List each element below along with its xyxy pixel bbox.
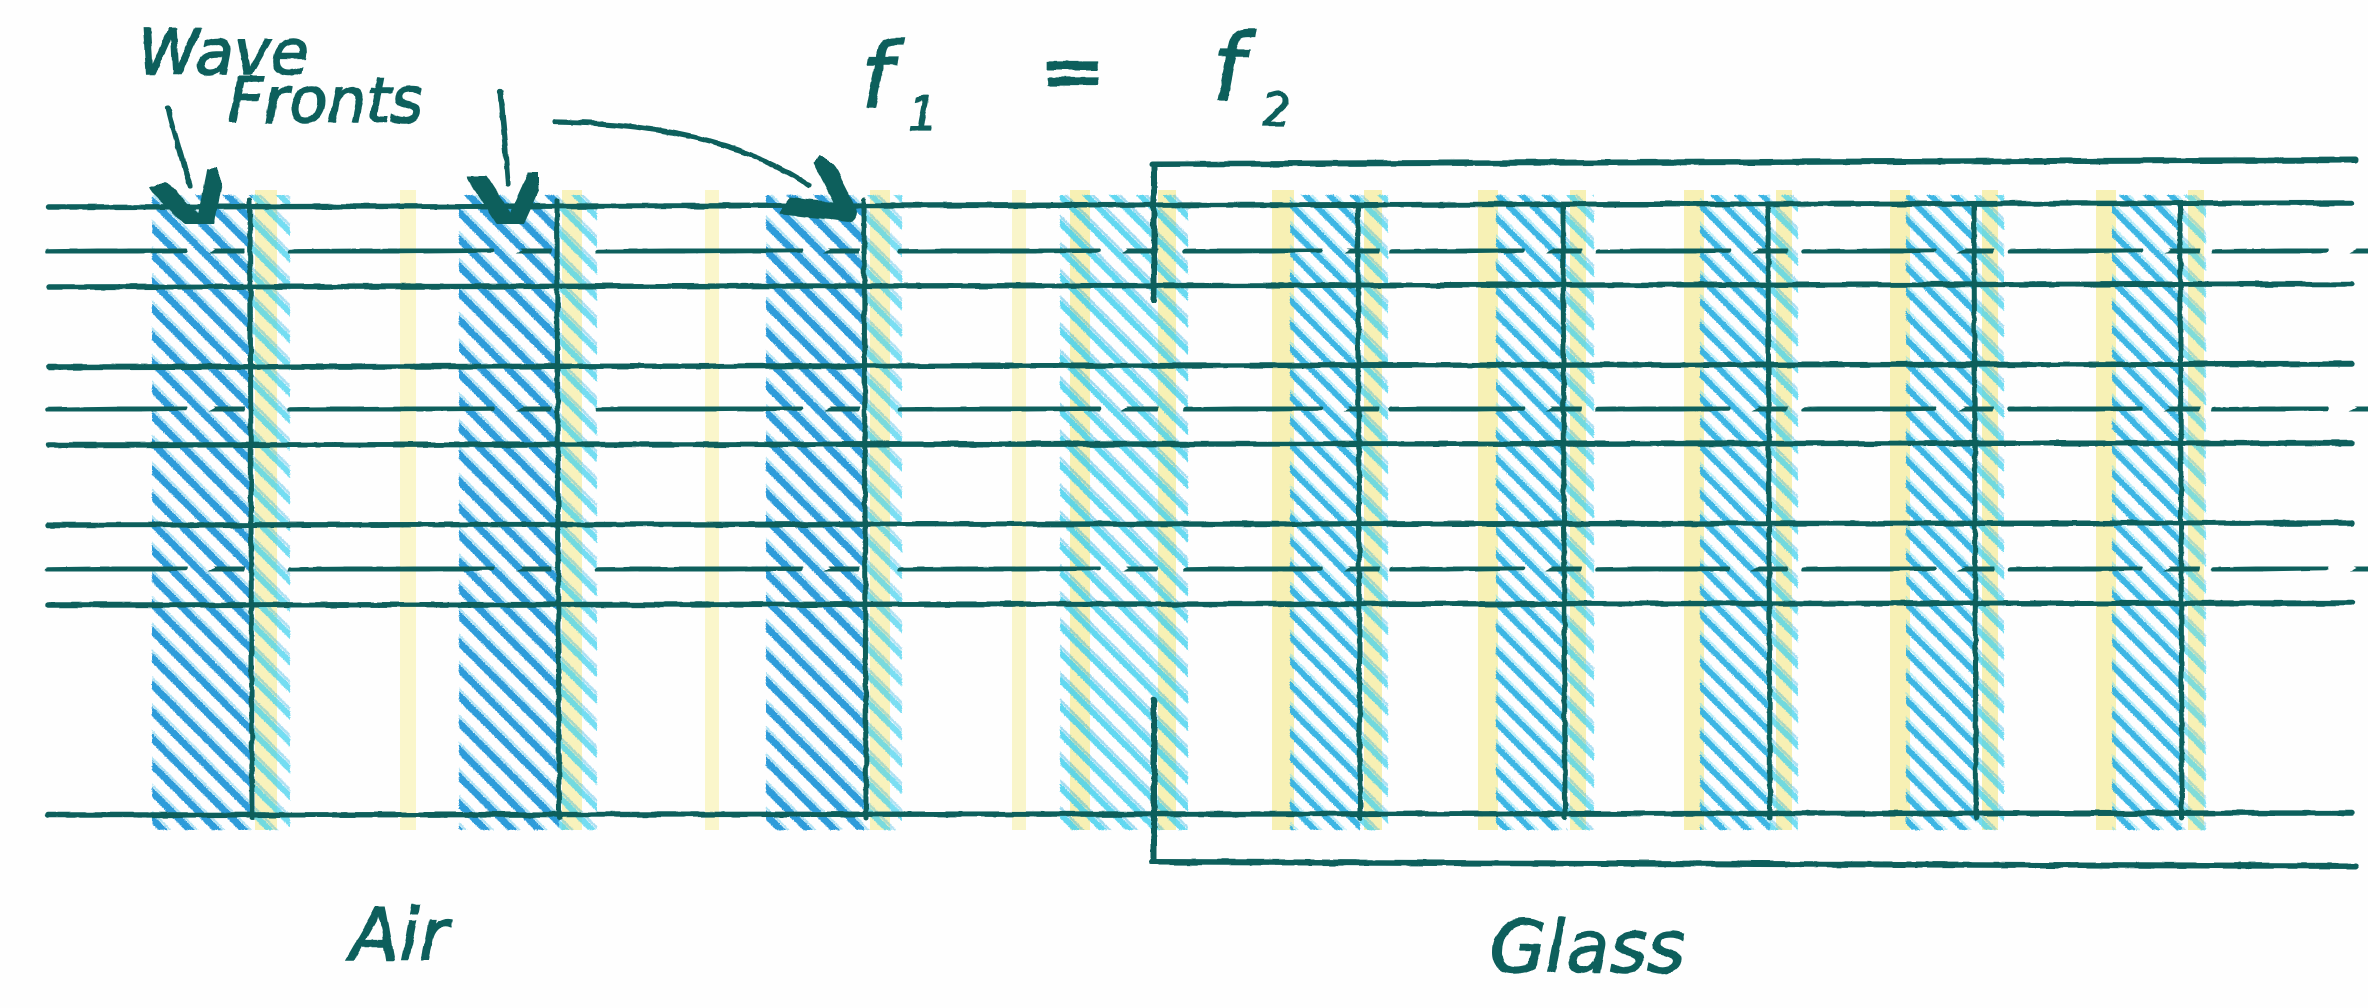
hline-5 [45, 520, 2355, 528]
ray-arrow-1-8 [1801, 250, 1934, 252]
ray-arrow-3-3 [595, 568, 800, 570]
label-f1: f 1 [859, 22, 938, 141]
ray-arrow-3-2 [287, 568, 492, 570]
ray-arrow-1-4 [897, 250, 1098, 252]
ray-arrow-2-8 [1801, 408, 1934, 410]
glass-front-4 [1971, 202, 1979, 821]
down-arrow-icon-2 [500, 89, 508, 184]
glass-bottom-edge [1149, 859, 2359, 869]
ray-arrow-1-10 [2211, 250, 2326, 252]
ray-row-1 [45, 250, 2326, 252]
label-f2: f 2 [1211, 14, 1292, 137]
ray-row-3 [45, 568, 2326, 570]
svg-text:1: 1 [908, 87, 937, 141]
ray-arrow-2-7 [1595, 408, 1728, 410]
ray-arrow-2-3 [595, 408, 800, 410]
ray-arrow-2-4 [897, 408, 1098, 410]
ray-arrow-3-4 [897, 568, 1098, 570]
svg-text:2: 2 [1262, 83, 1291, 137]
glass-front-3 [1765, 202, 1773, 821]
hline-bottom [45, 810, 2355, 818]
ray-arrow-3-5 [1183, 568, 1320, 570]
air-wavefront-bands [152, 195, 1152, 830]
label-air: Air [346, 893, 453, 977]
ray-arrow-1-5 [1183, 250, 1320, 252]
hline-2 [45, 281, 2355, 290]
ray-arrow-2-2 [287, 408, 492, 410]
glass-front-5 [2177, 202, 2185, 821]
glass-front-1 [1355, 202, 1363, 821]
hline-4 [45, 440, 2355, 448]
ray-arrow-3-6 [1389, 568, 1522, 570]
ray-arrow-3-8 [1801, 568, 1934, 570]
ray-arrow-3-1 [45, 568, 185, 570]
ray-arrow-2-1 [45, 408, 185, 410]
ray-arrow-3-7 [1595, 568, 1728, 570]
horizontal-lines [45, 200, 2355, 818]
glass-top-edge [1149, 157, 2359, 167]
label-wave: Wave [138, 16, 309, 89]
curved-arrow-icon [552, 119, 810, 186]
pointer-arrows [168, 89, 810, 186]
hline-3 [45, 361, 2355, 370]
ray-arrow-1-6 [1389, 250, 1522, 252]
label-fronts: Fronts [228, 64, 423, 137]
air-front-3 [861, 197, 869, 821]
hline-1 [45, 200, 2355, 210]
ray-arrow-1-1 [45, 250, 185, 252]
svg-text:f: f [860, 23, 904, 130]
ray-arrow-3-9 [2007, 568, 2140, 570]
glass-wavefront-lines [1355, 202, 2185, 821]
ray-row-2 [45, 408, 2326, 410]
ray-arrow-1-2 [287, 250, 492, 252]
air-wavefront-lines [247, 197, 869, 821]
down-arrow-icon-1 [168, 105, 190, 186]
air-front-2 [554, 197, 562, 821]
glass-wavefront-bands [1152, 195, 2206, 830]
svg-text:f: f [1212, 15, 1256, 122]
ray-arrow-3-10 [2211, 568, 2326, 570]
hline-6 [45, 600, 2355, 608]
ray-arrow-1-7 [1595, 250, 1728, 252]
label-glass: Glass [1490, 905, 1685, 989]
ray-arrow-2-10 [2211, 408, 2326, 410]
label-equals: = [1040, 27, 1105, 117]
ray-arrow-2-5 [1183, 408, 1320, 410]
ray-arrow-1-3 [595, 250, 800, 252]
glass-front-2 [1560, 202, 1568, 821]
ray-arrow-2-9 [2007, 408, 2140, 410]
air-front-1 [247, 197, 255, 821]
text-labels: Wave Fronts f 1 = f 2 Air Glass [137, 14, 1686, 989]
ray-arrow-2-6 [1389, 408, 1522, 410]
ray-arrow-1-9 [2007, 250, 2140, 252]
glass-boundary [1149, 157, 2359, 869]
